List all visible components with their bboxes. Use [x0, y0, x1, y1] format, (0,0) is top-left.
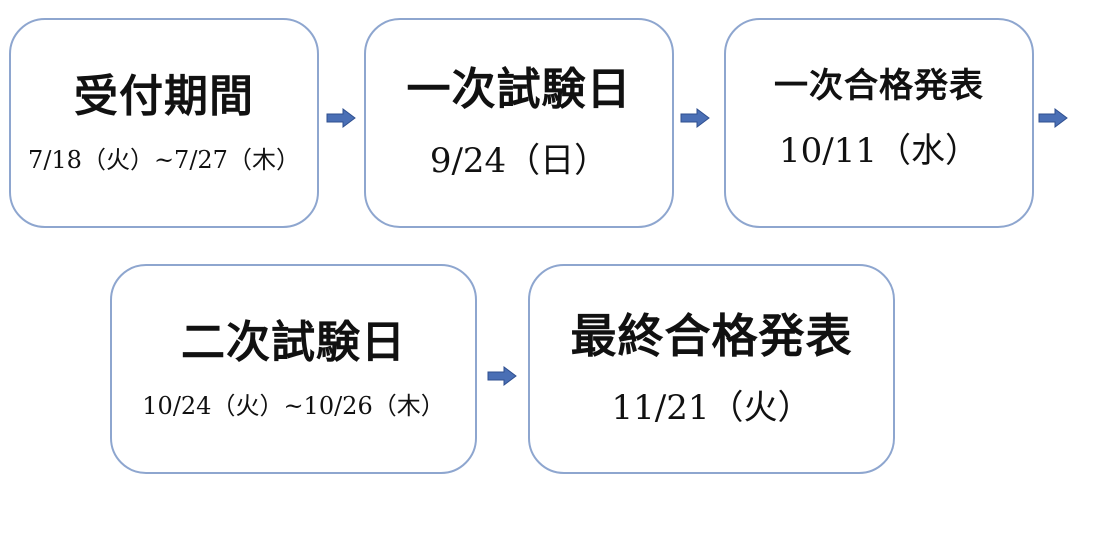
step-second-exam-days: 二次試験日 10/24（火）~10/26（木）	[110, 264, 477, 474]
step-date: 11/21（火）	[611, 388, 812, 429]
step-title: 一次合格発表	[774, 66, 984, 107]
step-title: 二次試験日	[181, 317, 406, 369]
step-date: 9/24（日）	[429, 141, 609, 181]
right-arrow-icon	[1038, 108, 1068, 128]
right-arrow-icon	[326, 108, 356, 128]
right-arrow-icon	[680, 108, 710, 128]
step-first-exam-day: 一次試験日 9/24（日）	[364, 18, 674, 228]
step-reception-period: 受付期間 7/18（火）~7/27（木）	[9, 18, 319, 228]
step-final-pass-announcement: 最終合格発表 11/21（火）	[528, 264, 895, 474]
step-date: 10/11（水）	[779, 131, 979, 171]
step-title: 一次試験日	[406, 64, 632, 116]
step-date: 10/24（火）~10/26（木）	[142, 392, 445, 420]
step-first-pass-announcement: 一次合格発表 10/11（水）	[724, 18, 1034, 228]
step-date: 7/18（火）~7/27（木）	[28, 146, 300, 174]
right-arrow-icon	[487, 366, 517, 386]
step-title: 最終合格発表	[570, 309, 853, 363]
step-title: 受付期間	[74, 71, 254, 123]
